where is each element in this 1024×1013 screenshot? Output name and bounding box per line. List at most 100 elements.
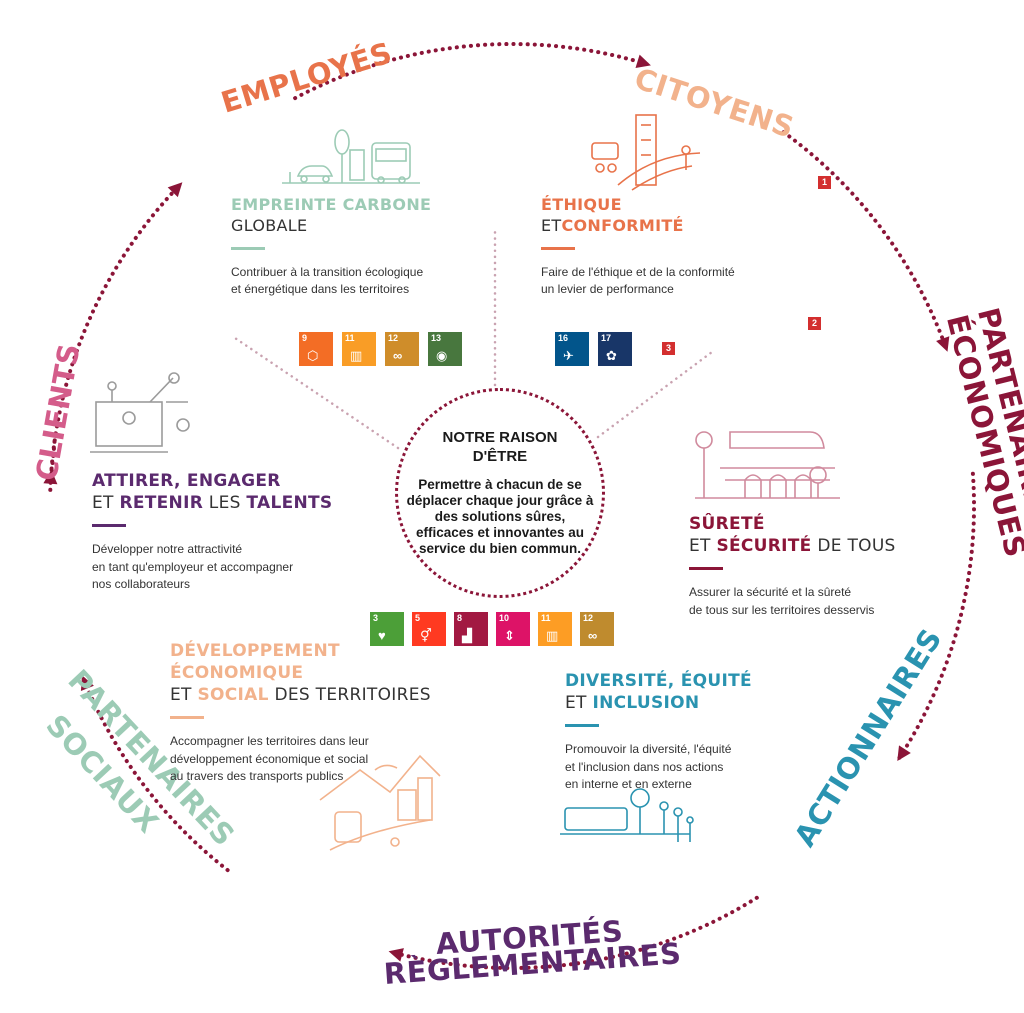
block-surete-bar [689,567,723,570]
odd-tile-number: 12 [583,614,611,623]
block-diversite-desc-3: en interne et en externe [565,776,795,793]
block-ethique-heading-2a: ET [541,216,561,235]
odd-tile-17: 17PARTENARIATS POUR LA RÉALISATION DES O… [598,332,632,366]
block-developpement-heading-3c: DES TERRITOIRES [269,685,431,705]
odd-tile-icon: ▥ [350,349,362,363]
block-carbone-bar [231,247,265,250]
block-surete-heading-1: SÛRETÉ [689,514,765,534]
block-developpement-desc-3: au travers des transports publics [170,768,440,785]
block-diversite-desc: Promouvoir la diversité, l'équité et l'i… [565,741,795,793]
block-carbone-desc-1: Contribuer à la transition écologique [231,264,461,281]
block-developpement-bar [170,716,204,719]
block-developpement: DÉVELOPPEMENT ÉCONOMIQUE ET SOCIAL DES T… [170,640,440,785]
odd-tile-16: 16PAIX, JUSTICE ET INSTITUTIONS EFFICACE… [555,332,589,366]
block-surete-heading-2a: ET [689,536,716,556]
block-surete-desc-2: de tous sur les territoires desservis [689,602,919,619]
reference-marker-2: 2 [808,317,821,330]
block-ethique-bar [541,247,575,250]
odd-tile-number: 13 [431,334,459,343]
ring-arrowhead [897,745,911,761]
odd-tile-number: 9 [302,334,330,343]
odd-tile-9: 9INDUSTRIE, INNOVATION ET INFRASTRUCTURE… [299,332,333,366]
block-developpement-heading-1: DÉVELOPPEMENT [170,641,340,661]
block-surete-heading-2c: DE TOUS [812,536,896,556]
block-developpement-heading-3b: SOCIAL [197,685,268,705]
odd-tile-icon: ⇕ [504,629,515,643]
block-talents-heading-2b: RETENIR [119,493,203,513]
raison-detre-circle: NOTRE RAISON D'ÊTRE Permettre à chacun d… [395,388,605,598]
odd-tile-icon: ⚥ [420,629,432,643]
odd-tile-number: 3 [373,614,401,623]
block-ethique: ÉTHIQUE ETCONFORMITÉ Faire de l'éthique … [541,195,771,298]
transport-illustration [282,130,420,183]
block-developpement-heading: DÉVELOPPEMENT ÉCONOMIQUE ET SOCIAL DES T… [170,640,440,706]
ring-arc-segment [50,185,179,490]
odd-tile-icon: ⬡ [307,349,318,363]
odd-tile-number: 16 [558,334,586,343]
odd-tile-number: 5 [415,614,443,623]
block-carbone-heading-1: EMPREINTE CARBONE [231,195,431,214]
block-carbone-heading-2: GLOBALE [231,216,307,235]
block-diversite-heading-1: DIVERSITÉ, ÉQUITÉ [565,671,752,691]
block-surete-desc: Assurer la sécurité et la sûreté de tous… [689,584,919,619]
odd-tile-icon: ▥ [546,629,558,643]
people-illustration [560,789,693,842]
block-developpement-desc: Accompagner les territoires dans leur dé… [170,733,440,785]
block-ethique-heading-2b: CONFORMITÉ [561,216,683,235]
block-talents-heading-2d: TALENTS [246,493,332,513]
city-illustration [592,115,700,190]
raison-detre-title: NOTRE RAISON D'ÊTRE [442,429,557,467]
block-diversite-desc-2: et l'inclusion dans nos actions [565,759,795,776]
block-diversite-bar [565,724,599,727]
block-diversite: DIVERSITÉ, ÉQUITÉ ET INCLUSION Promouvoi… [565,670,795,793]
block-talents-heading-1: ATTIRER, ENGAGER [92,471,281,491]
odd-tile-icon: ✈ [563,349,574,363]
block-diversite-desc-1: Promouvoir la diversité, l'équité [565,741,795,758]
block-ethique-heading-1: ÉTHIQUE [541,195,622,214]
block-talents-heading-2a: ET [92,493,119,513]
odd-tile-number: 10 [499,614,527,623]
block-empreinte-carbone: EMPREINTE CARBONE GLOBALE Contribuer à l… [231,195,461,298]
train-illustration [695,432,840,498]
block-surete-heading: SÛRETÉ ET SÉCURITÉ DE TOUS [689,513,919,557]
odd-tile-10: 10INÉGALITÉS RÉDUITES⇕ [496,612,530,646]
block-developpement-desc-2: développement économique et social [170,751,440,768]
block-carbone-desc-2: et énergétique dans les territoires [231,281,461,298]
odd-tile-11: 11VILLES ET COMMUNAUTÉS DURABLES▥ [342,332,376,366]
block-carbone-heading: EMPREINTE CARBONE GLOBALE [231,195,461,237]
odd-tile-icon: ∞ [393,349,402,363]
odd-tile-icon: ▟ [462,629,472,643]
reference-marker-1: 1 [818,176,831,189]
block-talents-desc-3: nos collaborateurs [92,576,382,593]
reference-marker-3: 3 [662,342,675,355]
block-developpement-heading-3a: ET [170,685,197,705]
block-talents: ATTIRER, ENGAGER ET RETENIR LES TALENTS … [92,470,382,593]
odd-tile-12: 12CONSOMMATION ET PRODUCTION RESPONSABLE… [385,332,419,366]
block-ethique-desc-1: Faire de l'éthique et de la conformité [541,264,771,281]
block-ethique-heading: ÉTHIQUE ETCONFORMITÉ [541,195,771,237]
odd-tile-number: 11 [345,334,373,343]
block-diversite-heading-2b: INCLUSION [592,693,699,713]
odd-tile-number: 17 [601,334,629,343]
block-talents-heading-2c: LES [203,493,246,513]
raison-detre-title-line1: NOTRE RAISON [442,429,557,448]
block-talents-desc-1: Développer notre attractivité [92,541,382,558]
block-diversite-heading-2a: ET [565,693,592,713]
raison-detre-title-line2: D'ÊTRE [442,448,557,467]
block-surete: SÛRETÉ ET SÉCURITÉ DE TOUS Assurer la sé… [689,513,919,619]
block-talents-heading: ATTIRER, ENGAGER ET RETENIR LES TALENTS [92,470,382,514]
odd-tile-number: 11 [541,614,569,623]
odd-tile-11: 11VILLES ET COMMUNAUTÉS DURABLES▥ [538,612,572,646]
odd-tile-number: 12 [388,334,416,343]
block-surete-heading-2b: SÉCURITÉ [716,536,811,556]
odd-tile-5: 5ÉGALITÉ ENTRE LES SEXES⚥ [412,612,446,646]
block-diversite-heading: DIVERSITÉ, ÉQUITÉ ET INCLUSION [565,670,795,714]
odd-tile-3: 3BONNE SANTÉ ET BIEN-ÊTRE♥ [370,612,404,646]
block-talents-desc-2: en tant qu'employeur et accompagner [92,559,382,576]
odd-tile-icon: ∞ [588,629,597,643]
laptop-illustration [90,373,189,452]
odd-tile-icon: ◉ [436,349,447,363]
block-ethique-desc-2: un levier de performance [541,281,771,298]
odd-tile-number: 8 [457,614,485,623]
odd-tile-13: 13MESURES RELATIVES À LA LUTTE CONTRE LE… [428,332,462,366]
